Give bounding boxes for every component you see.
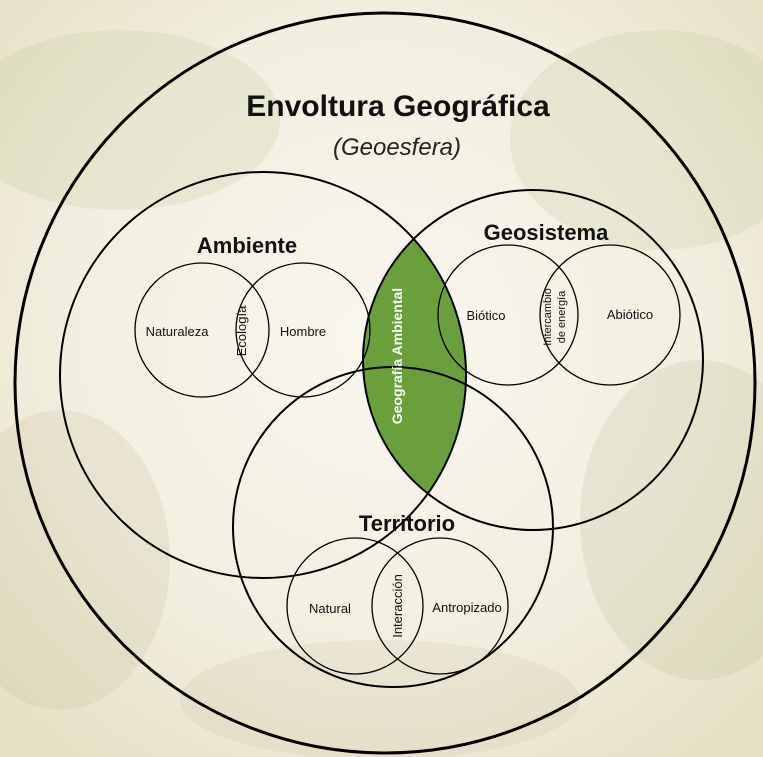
envelope-title: Envoltura Geográfica — [246, 90, 550, 123]
territorio-title: Territorio — [359, 511, 455, 536]
envelope-subtitle: (Geoesfera) — [333, 134, 461, 161]
ecologia-label: Ecología — [234, 305, 249, 356]
naturaleza-label: Naturaleza — [146, 324, 210, 339]
environmental-geography-label: Geografía Ambiental — [389, 288, 405, 424]
biotico-label: Biótico — [466, 308, 505, 323]
intercambio-label: Intercambio — [542, 288, 554, 345]
hombre-label: Hombre — [280, 324, 326, 339]
geosistema-title: Geosistema — [484, 220, 609, 245]
de-energia-label: de energía — [556, 290, 568, 343]
natural-label: Natural — [309, 601, 351, 616]
abiotico-label: Abiótico — [607, 307, 653, 322]
interaccion-label: Interacción — [390, 574, 405, 638]
ambiente-title: Ambiente — [197, 233, 297, 258]
antropizado-label: Antropizado — [432, 600, 501, 615]
